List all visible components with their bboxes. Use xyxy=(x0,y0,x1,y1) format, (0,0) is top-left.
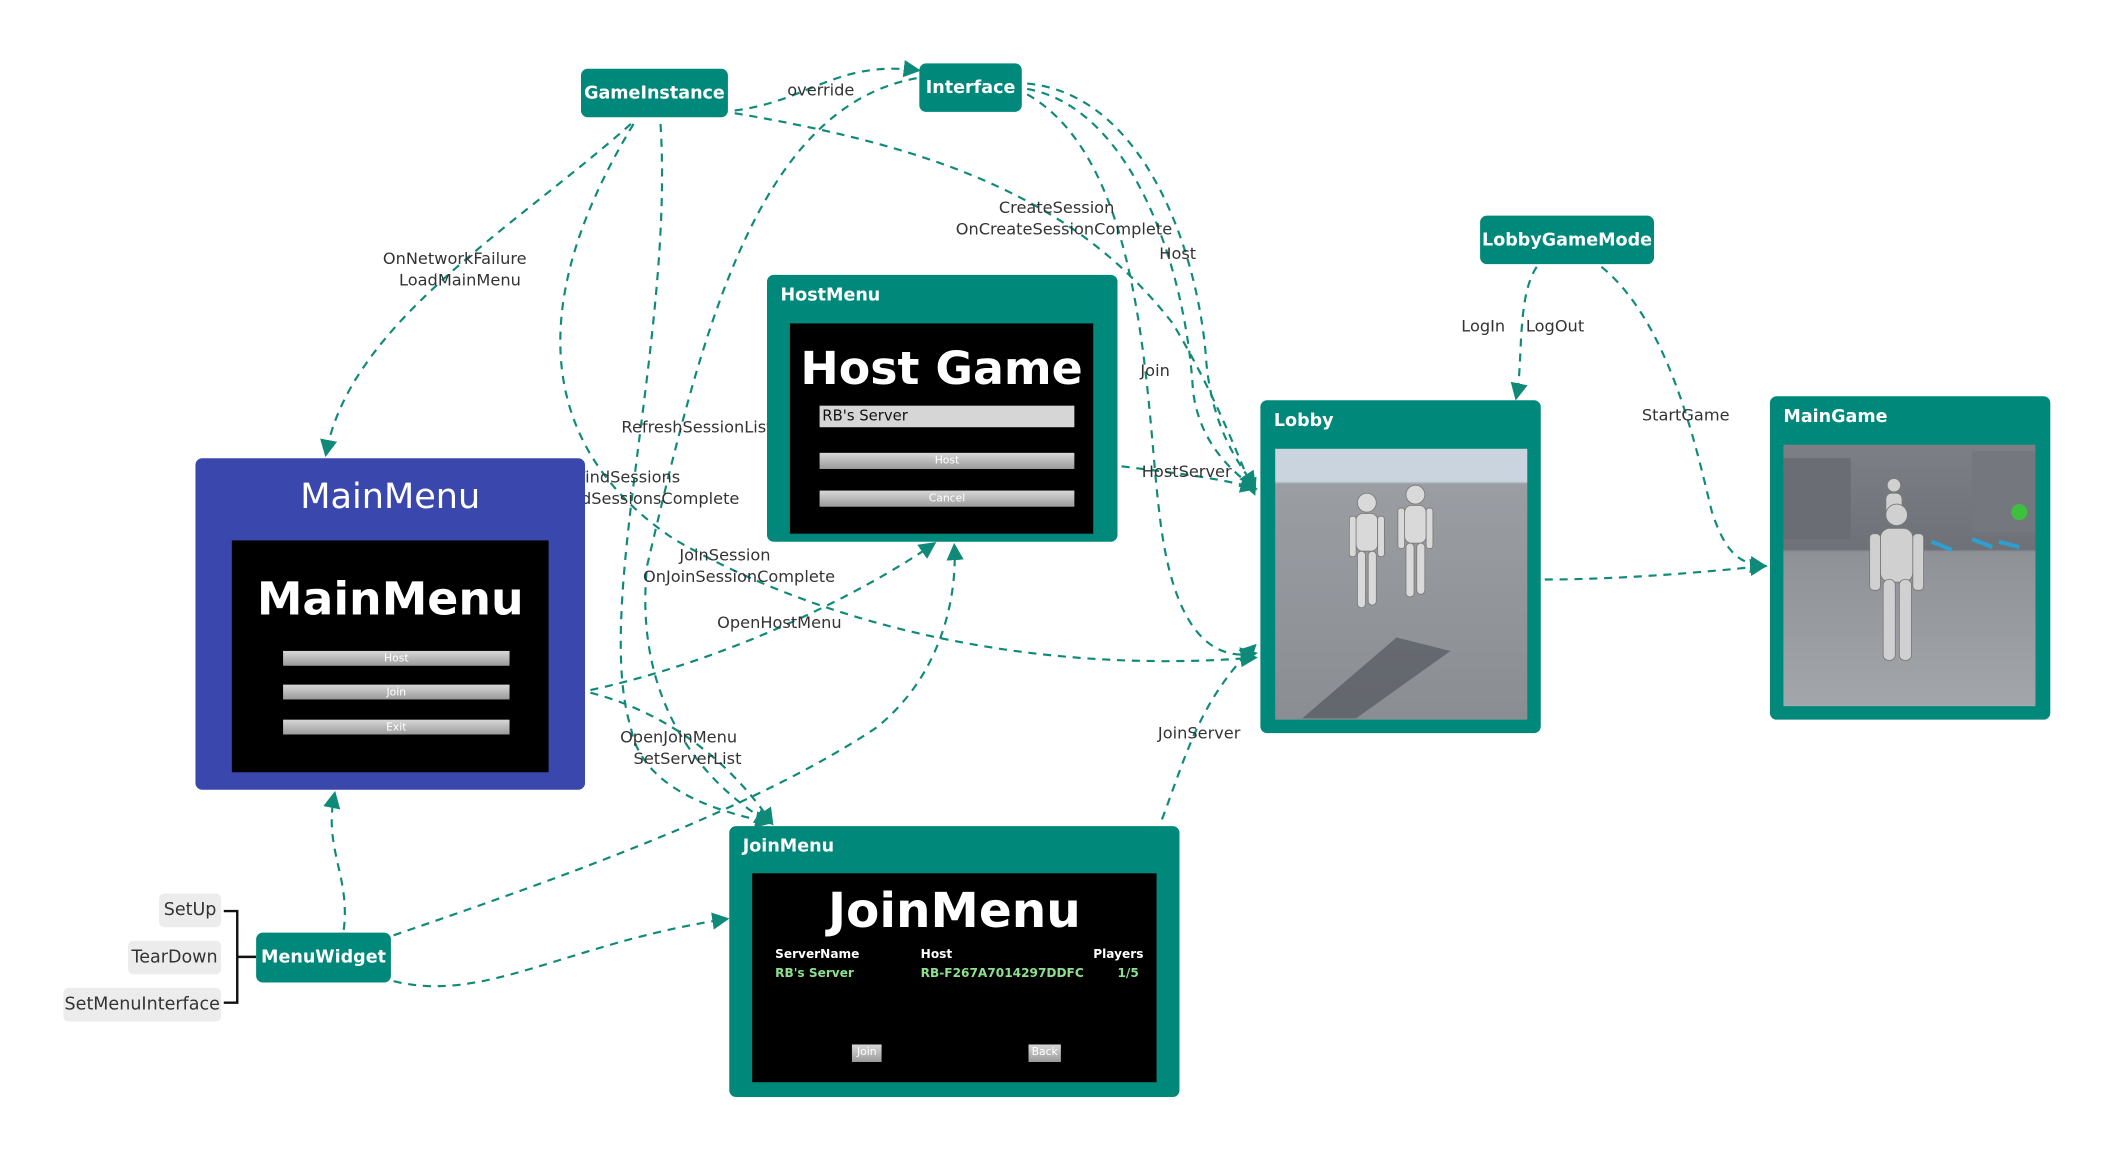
main-menu-host-button[interactable]: Host xyxy=(283,650,510,666)
row-server-name[interactable]: RB's Server xyxy=(775,967,854,982)
label-override: override xyxy=(787,80,855,100)
label-on-join-session-complete: OnJoinSessionComplete xyxy=(642,567,836,587)
edge-open-join-menu xyxy=(590,691,774,826)
edge-host-server xyxy=(1121,465,1258,493)
node-game-instance[interactable]: GameInstance xyxy=(580,68,728,118)
edge-join-session xyxy=(644,77,917,825)
node-join-menu[interactable]: JoinMenu JoinMenu ServerName Host Player… xyxy=(729,826,1180,1098)
main-menu-screen: MainMenu Host Join Exit xyxy=(231,540,549,773)
edge-create-session xyxy=(734,112,1257,496)
main-menu-join-button[interactable]: Join xyxy=(283,684,510,700)
host-menu-cancel-button[interactable]: Cancel xyxy=(819,490,1075,507)
edge-network-failure xyxy=(320,123,632,458)
col-players: Players xyxy=(1093,948,1144,963)
edge-login-logout xyxy=(1510,266,1538,401)
label-host: Host xyxy=(1159,243,1197,263)
col-server-name: ServerName xyxy=(775,948,860,963)
edge-widget-mainmenu xyxy=(323,790,346,931)
main-game-title: MainGame xyxy=(1783,407,1888,428)
main-game-scene-image xyxy=(1783,444,2036,707)
label-find-sessions: FindSessions xyxy=(576,467,681,487)
label-create-session: CreateSession xyxy=(998,198,1115,217)
edge-widget-hostmenu xyxy=(393,542,964,937)
col-host: Host xyxy=(920,948,953,963)
main-menu-title: MainMenu xyxy=(300,477,481,518)
join-menu-title: JoinMenu xyxy=(742,836,835,858)
join-menu-screen: JoinMenu ServerName Host Players RB's Se… xyxy=(752,873,1157,1083)
host-menu-screen-title: Host Game xyxy=(800,342,1083,397)
label-join-session: JoinSession xyxy=(679,545,771,565)
label-join-server: JoinServer xyxy=(1157,723,1241,743)
label-open-join-menu: OpenJoinMenu xyxy=(620,727,738,747)
edge-refresh-sessions xyxy=(619,123,773,829)
method-set-menu-interface: SetMenuInterface xyxy=(63,987,222,1022)
main-menu-screen-title: MainMenu xyxy=(256,572,524,627)
label-open-host-menu: OpenHostMenu xyxy=(717,613,842,633)
row-players[interactable]: 1/5 xyxy=(1117,967,1139,982)
main-game-characters xyxy=(1783,451,2036,661)
label-refresh-session-list: RefreshSessionList xyxy=(621,417,773,437)
label-load-main-menu: LoadMainMenu xyxy=(399,270,521,290)
host-menu-host-button[interactable]: Host xyxy=(819,452,1075,469)
label-set-server-list: SetServerList xyxy=(633,749,742,769)
node-host-menu[interactable]: HostMenu Host Game RB's Server Host Canc… xyxy=(767,274,1118,542)
main-menu-exit-button[interactable]: Exit xyxy=(283,719,510,735)
label-start-game: StartGame xyxy=(1641,405,1730,425)
edge-join xyxy=(1026,93,1258,665)
join-menu-screen-title: JoinMenu xyxy=(827,884,1081,940)
host-menu-screen: Host Game RB's Server Host Cancel xyxy=(789,323,1094,534)
node-menu-widget[interactable]: MenuWidget xyxy=(256,932,391,983)
label-logout: LogOut xyxy=(1525,316,1585,336)
join-menu-back-button[interactable]: Back xyxy=(1028,1044,1061,1062)
label-network-failure: OnNetworkFailure xyxy=(382,249,527,269)
method-teardown: TearDown xyxy=(128,940,222,975)
lobby-scene-image xyxy=(1275,448,1528,720)
label-join: Join xyxy=(1140,361,1170,381)
edge-join-server xyxy=(1160,643,1257,820)
edge-lobby-maingame xyxy=(1544,558,1768,581)
node-interface[interactable]: Interface xyxy=(919,63,1022,112)
node-main-menu[interactable]: MainMenu MainMenu Host Join Exit xyxy=(195,458,586,790)
host-menu-title: HostMenu xyxy=(780,285,881,306)
method-setup: SetUp xyxy=(159,893,222,928)
server-name-field[interactable]: RB's Server xyxy=(819,405,1075,428)
lobby-characters xyxy=(1302,484,1451,719)
node-lobby[interactable]: Lobby xyxy=(1260,400,1541,734)
lobby-title: Lobby xyxy=(1273,411,1334,432)
edge-interface-lobby xyxy=(1026,87,1258,491)
edge-widget-joinmenu xyxy=(393,912,730,988)
node-main-game[interactable]: MainGame xyxy=(1769,396,2051,720)
label-on-find-sessions-complete: OnFindSessionsComplete xyxy=(535,489,740,509)
edge-host xyxy=(1027,82,1257,489)
label-on-create-session-complete: OnCreateSessionComplete xyxy=(955,219,1173,239)
edge-find-sessions xyxy=(559,123,1258,668)
edge-override xyxy=(734,60,921,112)
node-lobby-game-mode[interactable]: LobbyGameMode xyxy=(1480,215,1654,265)
join-menu-join-button[interactable]: Join xyxy=(851,1044,882,1062)
row-host[interactable]: RB-F267A7014297DDFC xyxy=(920,967,1084,982)
edge-start-game xyxy=(1600,266,1768,574)
methods-bracket xyxy=(223,909,257,1004)
label-host-server: HostServer xyxy=(1141,462,1232,482)
label-login: LogIn xyxy=(1461,316,1506,336)
